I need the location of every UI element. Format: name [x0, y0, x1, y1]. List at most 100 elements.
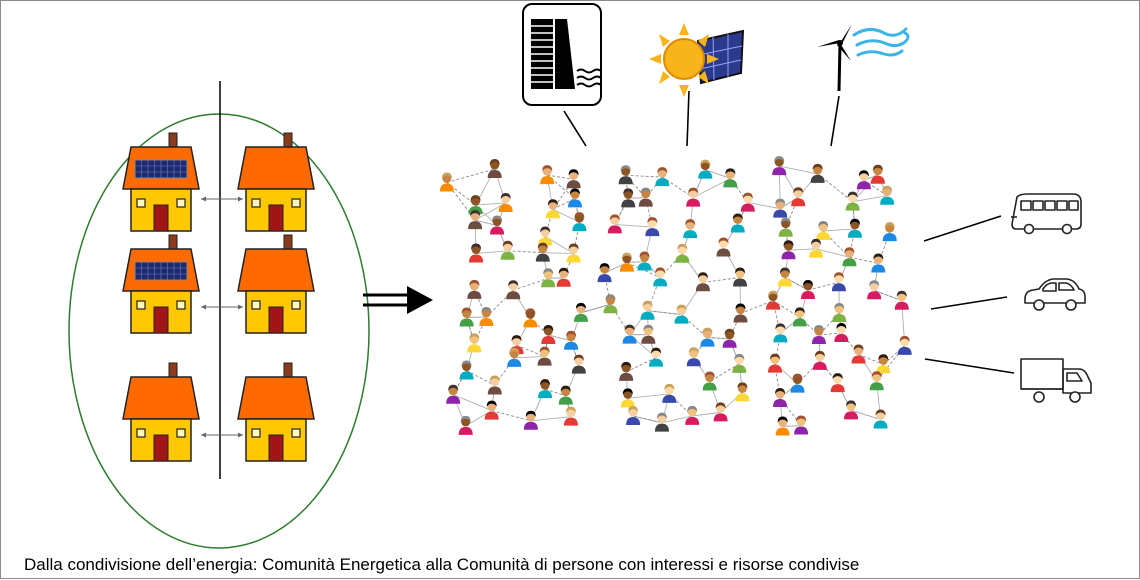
person-avatar — [564, 407, 578, 426]
house-link-arrow — [201, 197, 243, 202]
person-avatar — [883, 222, 897, 241]
people-network — [440, 156, 912, 435]
person-avatar — [479, 307, 493, 326]
person-avatar — [779, 218, 793, 237]
person-avatar — [460, 361, 474, 380]
person-avatar — [880, 186, 894, 205]
house — [123, 363, 199, 461]
person-avatar — [538, 227, 552, 246]
house — [238, 133, 314, 231]
person-avatar — [874, 409, 888, 428]
person-avatar — [832, 272, 846, 291]
car-icon — [1025, 279, 1085, 310]
person-avatar — [876, 354, 890, 373]
network-link — [476, 203, 506, 205]
house-link-arrow — [201, 305, 243, 310]
network-link — [447, 169, 495, 182]
house-link-arrow — [201, 433, 243, 438]
person-avatar — [626, 406, 640, 425]
network-link — [531, 417, 571, 421]
person-avatar — [641, 301, 655, 320]
person-avatar — [801, 280, 815, 299]
person-avatar — [467, 333, 481, 352]
person-avatar — [467, 280, 481, 299]
person-avatar — [557, 268, 571, 287]
caption-text: Dalla condivisione dell’energia: Comunit… — [24, 555, 859, 575]
person-avatar — [638, 252, 652, 271]
community-ellipse — [69, 114, 369, 548]
person-avatar — [842, 247, 856, 266]
person-avatar — [653, 267, 667, 286]
person-avatar — [733, 268, 747, 287]
house — [123, 235, 199, 333]
person-avatar — [459, 416, 473, 435]
person-avatar — [772, 156, 786, 175]
person-avatar — [675, 244, 689, 263]
house — [123, 133, 199, 231]
person-avatar — [446, 385, 460, 404]
network-link — [514, 357, 544, 358]
person-avatar — [603, 294, 617, 313]
person-avatar — [809, 239, 823, 258]
person-avatar — [683, 219, 697, 238]
person-avatar — [794, 416, 808, 435]
person-avatar — [832, 303, 846, 322]
network-link — [543, 253, 574, 254]
person-avatar — [572, 355, 586, 374]
person-avatar — [732, 354, 746, 373]
person-avatar — [812, 325, 826, 344]
house — [238, 363, 314, 461]
person-avatar — [848, 219, 862, 238]
person-avatar — [791, 374, 805, 393]
solar-panel-icon — [649, 23, 743, 97]
roof-solar-panel — [135, 262, 187, 280]
person-avatar — [490, 216, 504, 235]
person-avatar — [791, 187, 805, 206]
person-avatar — [559, 386, 573, 405]
house — [238, 235, 314, 333]
person-avatar — [834, 323, 848, 342]
person-avatar — [871, 165, 885, 184]
person-avatar — [857, 170, 871, 189]
person-avatar — [793, 307, 807, 326]
energy-community-group — [69, 81, 369, 548]
network-link — [626, 175, 663, 177]
person-avatar — [598, 263, 612, 282]
person-avatar — [655, 413, 669, 432]
person-avatar — [831, 373, 845, 392]
bus-icon — [1011, 194, 1081, 234]
person-avatar — [698, 160, 712, 179]
person-avatar — [852, 345, 866, 364]
person-avatar — [700, 328, 714, 347]
person-avatar — [608, 214, 622, 233]
person-avatar — [639, 188, 653, 207]
network-people — [440, 156, 912, 435]
person-avatar — [898, 336, 912, 355]
wind-turbine-icon — [817, 24, 908, 91]
person-avatar — [731, 213, 745, 232]
network-link — [788, 249, 816, 250]
person-avatar — [844, 400, 858, 419]
person-avatar — [501, 241, 515, 260]
person-avatar — [572, 212, 586, 231]
person-avatar — [768, 354, 782, 373]
person-avatar — [540, 165, 554, 184]
houses-group — [123, 133, 314, 461]
person-avatar — [619, 165, 633, 184]
person-avatar — [568, 188, 582, 207]
person-avatar — [649, 348, 663, 367]
person-avatar — [778, 267, 792, 286]
person-avatar — [716, 238, 730, 257]
roof-solar-panel — [135, 160, 187, 178]
person-avatar — [485, 401, 499, 420]
network-link — [823, 229, 855, 231]
person-avatar — [538, 379, 552, 398]
network-link — [615, 224, 653, 227]
person-avatar — [574, 303, 588, 322]
person-avatar — [564, 331, 578, 350]
person-avatar — [723, 168, 737, 187]
person-avatar — [619, 362, 633, 381]
person-avatar — [766, 291, 780, 310]
